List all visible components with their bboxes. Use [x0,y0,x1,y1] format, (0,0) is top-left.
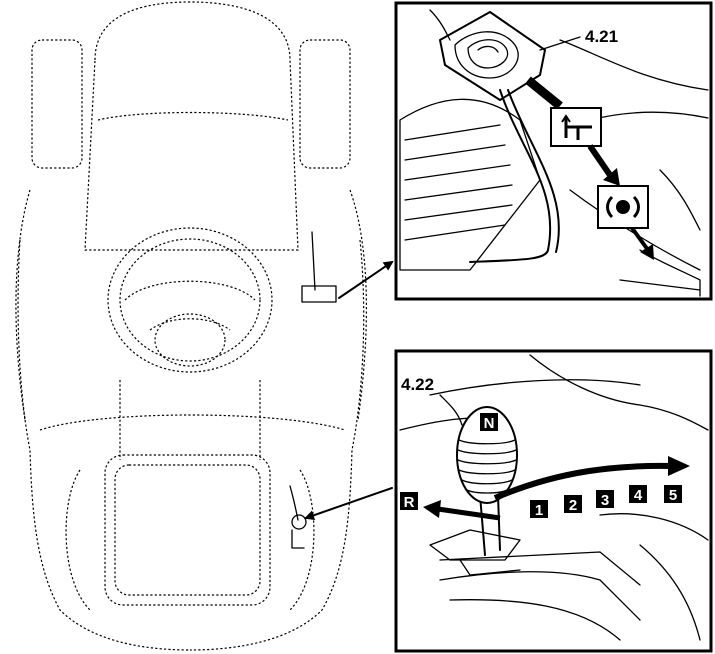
gear-label-neutral: N [484,415,495,432]
gear-label-reverse: R [404,494,415,511]
pedal-leader-arrow [338,260,394,299]
pedal-press-icon [561,114,592,140]
brake-pedal[interactable] [439,11,546,101]
front-left-wheel [31,39,83,169]
lever-location-marker [291,514,307,530]
callout-4-22: 4.22 [401,375,434,394]
brake-pedal-frame [394,1,713,301]
pedal-location-marker [301,285,337,303]
gear-lever-frame [394,349,713,653]
gear-label-4: 4 [634,487,643,504]
lever-leader-arrow [304,487,393,521]
callout-leader-4-22 [439,394,463,426]
brake-pedal-inset: 4.21 [394,1,713,301]
front-right-wheel [299,39,351,169]
callout-leader-4-21 [539,36,581,51]
callout-4-21: 4.21 [585,27,618,46]
gear-label-5: 5 [669,487,677,504]
forward-gear-labels: 1 2 3 4 5 [530,485,682,519]
gear-label-3: 3 [601,492,609,509]
gear-lever-inset: N 4.22 R 1 2 3 4 5 [394,349,713,653]
seat [104,454,271,606]
gear-lever-knob[interactable] [456,406,518,504]
parking-brake-icon [606,195,640,219]
pedal-arm [469,89,552,263]
hood [84,1,299,251]
tractor-outline [15,1,367,651]
gear-label-1: 1 [535,502,543,519]
gear-label-2: 2 [569,497,577,514]
gear-label-reverse-box [400,492,418,510]
gear-label-neutral-box [480,413,498,431]
steering-wheel [107,227,273,373]
